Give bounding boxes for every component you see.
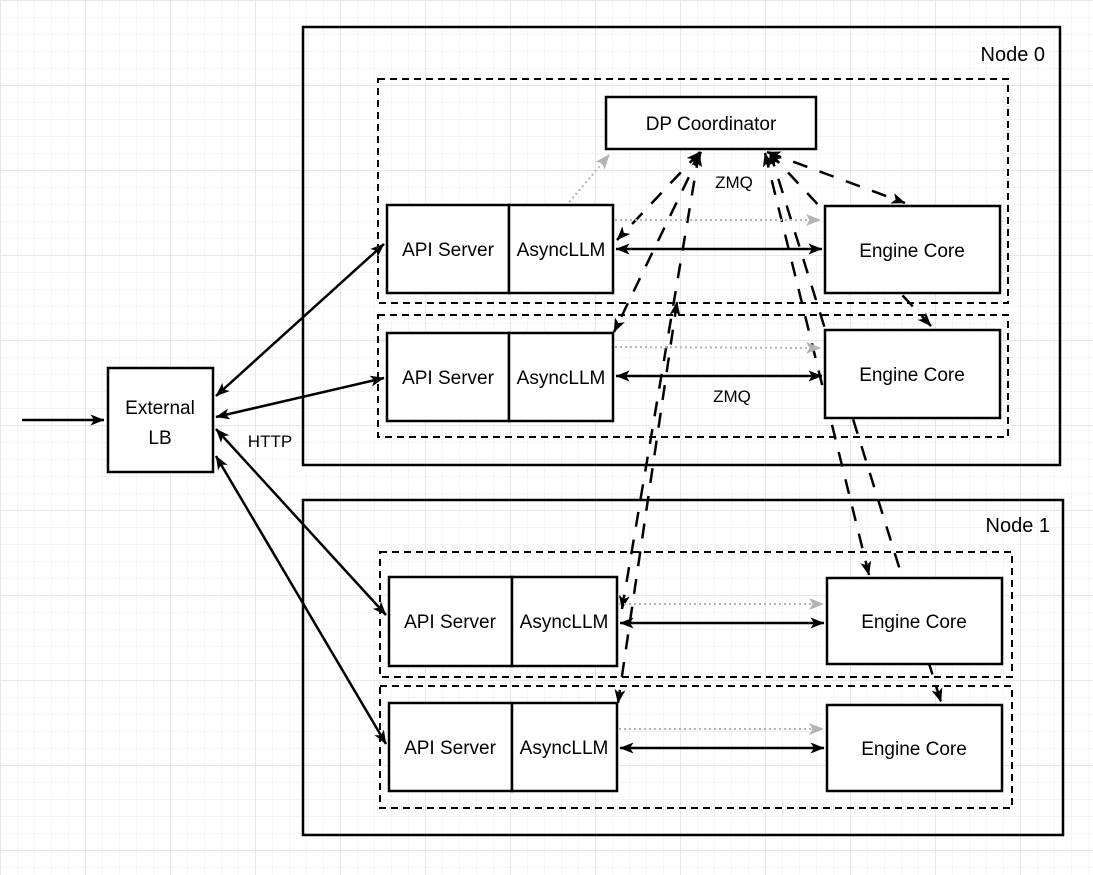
engine-core-label-r1: Engine Core <box>859 241 965 262</box>
zmq-label-coordinator: ZMQ <box>715 173 753 192</box>
external-lb-label-line1: External <box>125 398 195 419</box>
api-server-label-r1: API Server <box>402 240 495 261</box>
group-box-row4 <box>379 685 1013 809</box>
dp-coordinator-label: DP Coordinator <box>646 114 777 135</box>
connector-coordinator-engine-r1 <box>766 150 906 205</box>
group-box-row3 <box>379 551 1013 678</box>
asyncllm-label-r2: AsyncLLM <box>517 368 606 389</box>
engine-core-box-r1 <box>823 204 1002 295</box>
api-server-box-r1 <box>385 203 511 295</box>
api-server-box-r3 <box>387 575 514 668</box>
zmq-direct-links <box>615 243 825 754</box>
dp-coordinator-box <box>604 95 818 151</box>
connector-lb-api-r2 <box>215 375 385 420</box>
dotted-links <box>614 214 824 735</box>
asyncllm-label-r4: AsyncLLM <box>520 738 609 759</box>
api-server-label-r2: API Server <box>402 368 495 389</box>
connector-lb-api-r1 <box>215 243 385 397</box>
engine-core-label-r3: Engine Core <box>861 612 967 633</box>
node1-label: Node 1 <box>986 515 1051 537</box>
asyncllm-box-r1 <box>507 203 615 295</box>
zmq-label-row2: ZMQ <box>713 387 751 406</box>
api-server-box-r2 <box>385 331 511 423</box>
api-server-label-r4: API Server <box>404 738 497 759</box>
connector-lb-api-r3 <box>215 428 387 616</box>
asyncllm-box-r2 <box>507 331 615 423</box>
engine-core-box-r3 <box>825 576 1004 666</box>
connector-dotted-asyncllm-coordinator <box>565 154 610 207</box>
connector-coordinator-asyncllm-r4 <box>614 301 681 704</box>
asyncllm-box-r3 <box>510 575 619 668</box>
engine-core-box-r2 <box>823 328 1002 420</box>
node0-label: Node 0 <box>981 44 1046 66</box>
connector-dotted-r2 <box>614 341 821 354</box>
engine-core-label-r2: Engine Core <box>859 365 965 386</box>
external-lb-box <box>106 366 215 474</box>
http-links <box>22 243 388 745</box>
asyncllm-box-r4 <box>510 701 619 793</box>
connector-coordinator-asyncllm-r1 <box>616 151 701 241</box>
engine-core-box-r4 <box>825 703 1004 793</box>
engine-core-label-r4: Engine Core <box>861 739 967 760</box>
group-box-row1 <box>377 78 1009 304</box>
http-label: HTTP <box>248 432 292 451</box>
asyncllm-label-r1: AsyncLLM <box>517 240 606 261</box>
connector-lb-api-r4 <box>214 455 388 745</box>
api-server-label-r3: API Server <box>404 612 497 633</box>
connector-coordinator-asyncllm-r2 <box>612 151 703 333</box>
external-lb-label-line2: LB <box>148 428 171 449</box>
asyncllm-label-r3: AsyncLLM <box>520 612 609 633</box>
